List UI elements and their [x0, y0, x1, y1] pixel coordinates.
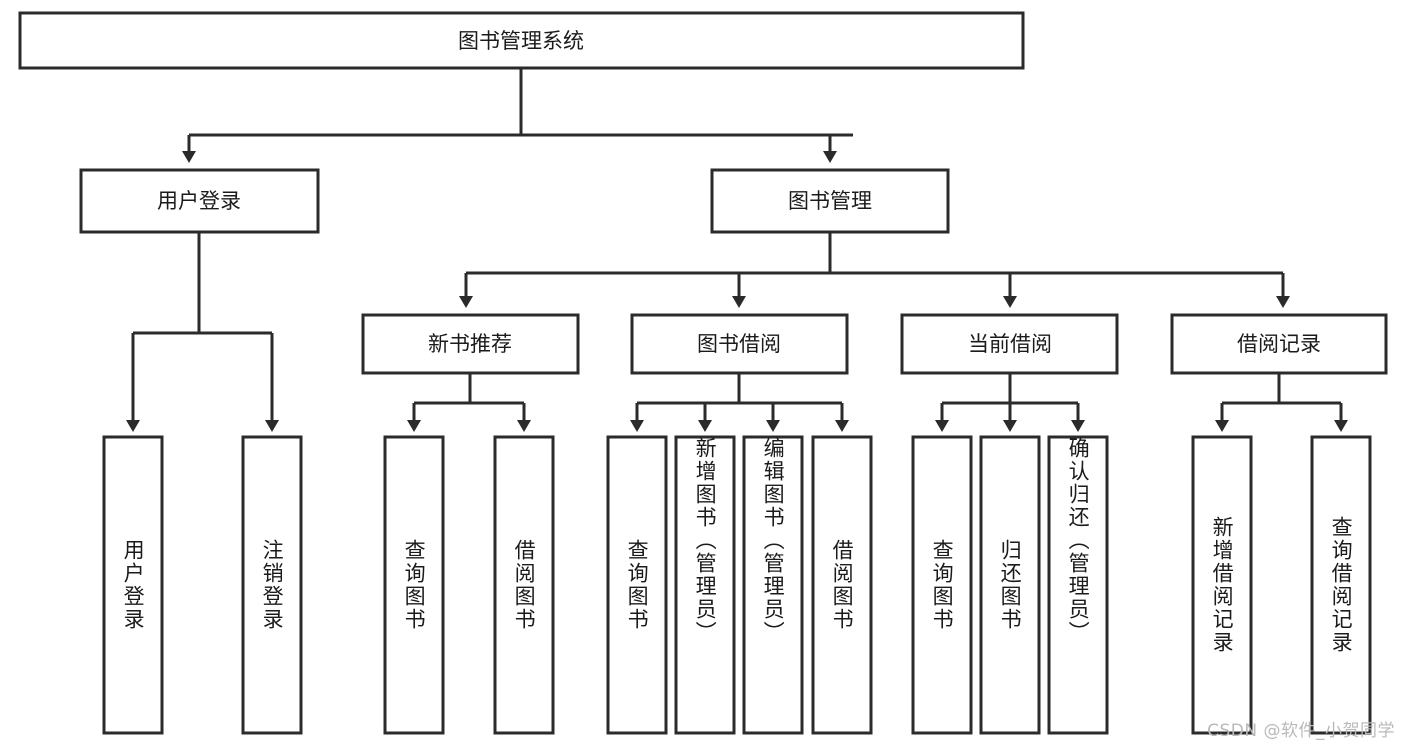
node-leaf-return-book-box[interactable]: [979, 435, 1041, 735]
node-book-management[interactable]: 图书管理: [710, 168, 950, 234]
node-new-book-recommend[interactable]: 新书推荐: [361, 313, 580, 375]
node-book-borrow-box[interactable]: [630, 313, 849, 375]
node-leaf-add-record-box[interactable]: [1191, 435, 1253, 735]
node-current-borrow[interactable]: 当前借阅: [900, 313, 1119, 375]
connector-borrowrecord-to-leaves: [1215, 373, 1348, 432]
node-book-management-box[interactable]: [710, 168, 950, 234]
node-book-borrow[interactable]: 图书借阅: [630, 313, 849, 375]
node-leaf-query-book-2-box[interactable]: [606, 435, 668, 735]
node-current-borrow-box[interactable]: [900, 313, 1119, 375]
connector-newbook-to-leaves: [407, 373, 531, 432]
connector-currentborrow-to-leaves: [935, 373, 1085, 432]
node-user-login[interactable]: 用户登录: [79, 168, 320, 234]
connector-bookborrow-to-leaves: [630, 373, 849, 432]
node-leaf-query-book-1-box[interactable]: [383, 435, 445, 735]
node-root[interactable]: 图书管理系统: [18, 11, 1025, 70]
node-user-login-label: 用户登录: [157, 189, 241, 213]
node-leaf-logout-login-box[interactable]: [241, 435, 303, 735]
node-leaf-add-book-box[interactable]: [674, 435, 736, 735]
node-root-label: 图书管理系统: [458, 29, 584, 53]
connector-root-to-level2: [182, 68, 853, 163]
connector-userlogin-to-leaves: [126, 232, 279, 432]
node-root-box[interactable]: [18, 11, 1025, 70]
csdn-watermark: CSDN @软件_小贺同学: [1207, 721, 1395, 741]
node-user-login-box[interactable]: [79, 168, 320, 234]
node-current-borrow-label: 当前借阅: [968, 332, 1052, 356]
node-borrow-record-label: 借阅记录: [1237, 332, 1321, 356]
node-book-management-label: 图书管理: [788, 189, 872, 213]
node-leaf-edit-book-box[interactable]: [742, 435, 804, 735]
connector-bookmanagement-to-level3: [459, 232, 1290, 308]
node-book-borrow-label: 图书借阅: [697, 332, 781, 356]
node-borrow-record-box[interactable]: [1170, 313, 1388, 375]
node-leaf-borrow-book-1-box[interactable]: [493, 435, 555, 735]
node-leaf-user-login-box[interactable]: [102, 435, 164, 735]
node-new-book-recommend-label: 新书推荐: [428, 332, 512, 356]
node-borrow-record[interactable]: 借阅记录: [1170, 313, 1388, 375]
leaf-boxes: [102, 435, 1372, 735]
node-new-book-recommend-box[interactable]: [361, 313, 580, 375]
node-leaf-borrow-book-2-box[interactable]: [811, 435, 873, 735]
node-leaf-query-book-3-box[interactable]: [911, 435, 973, 735]
node-leaf-confirm-return-box[interactable]: [1047, 435, 1109, 735]
node-leaf-query-record-box[interactable]: [1310, 435, 1372, 735]
